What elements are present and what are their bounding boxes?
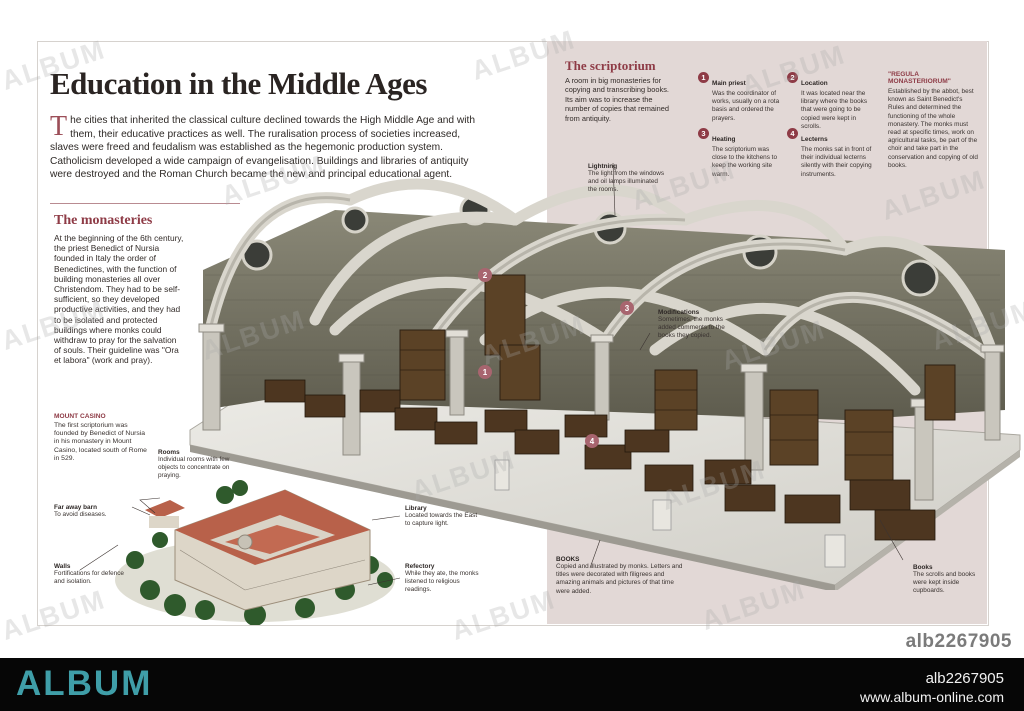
monasteries-text: At the beginning of the 6th century, the… — [54, 233, 184, 366]
dropcap: T — [50, 111, 68, 142]
mount-casino-heading: MOUNT CASINO — [54, 413, 106, 420]
scriptorium-text: A room in big monasteries for copying an… — [565, 76, 669, 123]
number-badge: 1 — [698, 72, 709, 83]
marker-2: 2 — [478, 268, 492, 282]
svg-text:4: 4 — [590, 437, 595, 446]
footer-image-id: alb2267905 — [925, 670, 1004, 687]
walls-label: Walls Fortifications for defence and iso… — [54, 563, 124, 586]
regula-heading: "REGULA MONASTERIORUM" — [888, 71, 951, 85]
monastery-illustration — [115, 480, 395, 625]
lightning-label: Lightning The light from the windows and… — [588, 163, 665, 194]
modifications-label: Modifications Sometimes, the monks added… — [658, 309, 725, 340]
books-caption: BOOKS Copied and illustrated by monks. L… — [556, 556, 683, 595]
number-badge: 4 — [787, 128, 798, 139]
marker-3: 3 — [620, 301, 634, 315]
marker-4: 4 — [585, 434, 599, 448]
image-id-stamp: alb2267905 — [905, 631, 1012, 652]
marker-1: 1 — [478, 365, 492, 379]
refectory-label: Refectory While they ate, the monks list… — [405, 563, 479, 594]
intro-text: he cities that inherited the classical c… — [50, 115, 476, 181]
barn-label: Far away barn To avoid diseases. — [54, 504, 107, 518]
regula-text: Established by the abbot, best known as … — [888, 88, 978, 169]
numbered-note-1: 1Main priest Was the coordinator of work… — [698, 72, 782, 123]
divider — [50, 203, 240, 204]
numbered-note-4: 4Lecterns The monks sat in front of thei… — [787, 128, 875, 179]
number-badge: 3 — [698, 128, 709, 139]
scriptorium-illustration: 1 2 3 4 — [189, 178, 1021, 590]
monasteries-heading: The monasteries — [54, 213, 153, 228]
svg-text:3: 3 — [625, 304, 630, 313]
rooms-label: Rooms Individual rooms with few objects … — [158, 449, 230, 480]
numbered-note-3: 3Heating The scriptorium was close to th… — [698, 128, 782, 179]
footer-url[interactable]: www.album-online.com — [860, 689, 1004, 705]
mount-casino-text: The first scriptorium was founded by Ben… — [54, 422, 147, 462]
numbered-note-2: 2Location It was located near the librar… — [787, 72, 875, 131]
page-title: Education in the Middle Ages — [50, 66, 428, 101]
library-label: Library Located towards the East to capt… — [405, 505, 478, 528]
album-logo[interactable]: ALBUM — [16, 664, 153, 703]
svg-text:2: 2 — [483, 271, 488, 280]
svg-text:1: 1 — [483, 368, 488, 377]
scriptorium-heading: The scriptorium — [565, 58, 656, 73]
books-label: Books The scrolls and books were kept in… — [913, 564, 976, 595]
footer-bar — [0, 658, 1024, 711]
number-badge: 2 — [787, 72, 798, 83]
